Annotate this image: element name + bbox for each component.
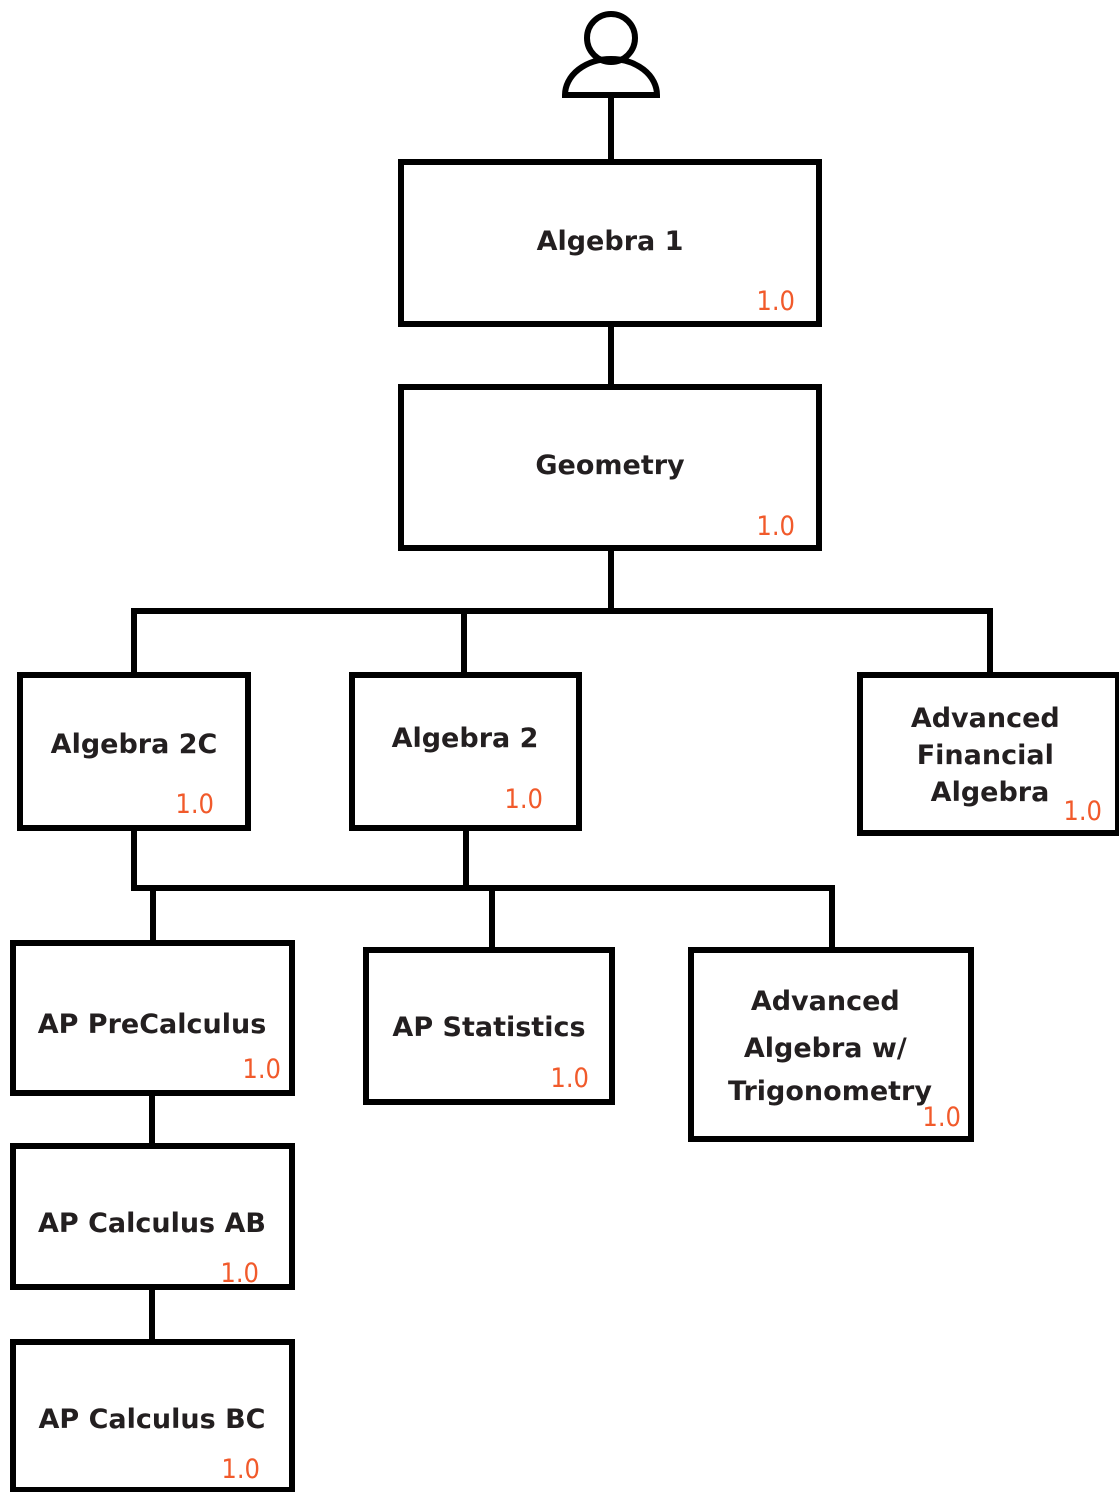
credit-value: 1.0: [550, 1063, 589, 1094]
svg-text:Advanced Algebra w/: Advanced Algebra w/ Trigonometry: [728, 986, 932, 1107]
course-box-algebra-1: Algebra 1 1.0: [398, 159, 822, 327]
svg-text:Algebra 2C: Algebra 2C: [51, 729, 218, 760]
course-title: AP Calculus AB: [38, 1208, 266, 1239]
course-box-ap-precalculus: AP PreCalculus 1.0: [10, 940, 295, 1096]
course-title: Algebra 2: [392, 723, 539, 754]
credit-value: 1.0: [504, 784, 543, 815]
course-title: Geometry: [535, 450, 685, 481]
credit-value: 1.0: [756, 286, 795, 317]
svg-text:Algebra 2: Algebra 2: [392, 723, 539, 754]
svg-text:Geometry: Geometry: [535, 450, 685, 481]
credit-value: 1.0: [756, 511, 795, 542]
credit-value: 1.0: [221, 1454, 260, 1485]
credit-value: 1.0: [1063, 796, 1102, 827]
course-title: AP Statistics: [392, 1012, 585, 1043]
course-box-ap-calculus-ab: AP Calculus AB 1.0: [10, 1143, 295, 1290]
connectors: [131, 94, 993, 1345]
course-box-geometry: Geometry 1.0: [398, 384, 822, 551]
course-title-line: Trigonometry: [728, 1076, 932, 1107]
svg-text:AP PreCalculus: AP PreCalculus: [38, 1009, 267, 1040]
course-title-line: Algebra w/: [744, 1033, 907, 1064]
course-title: AP Calculus BC: [39, 1404, 266, 1435]
credit-value: 1.0: [242, 1054, 281, 1085]
svg-text:AP Calculus AB: AP Calculus AB: [38, 1208, 266, 1239]
credit-value: 1.0: [922, 1102, 961, 1133]
course-title: Algebra 2C: [51, 729, 218, 760]
svg-text:AP Calculus BC: AP Calculus BC: [39, 1404, 266, 1435]
course-box-algebra-2: Algebra 2 1.0: [349, 672, 582, 831]
course-title-line: Financial: [917, 740, 1054, 771]
svg-text:Advanced Financial: Advanced Financial Algebra: [911, 703, 1069, 808]
svg-text:AP Statistics: AP Statistics: [392, 1012, 585, 1043]
course-box-advanced-financial-algebra: Advanced Financial Algebra 1.0: [857, 672, 1119, 836]
course-box-advanced-algebra-trig: Advanced Algebra w/ Trigonometry 1.0: [688, 947, 974, 1142]
course-title-line: Algebra: [931, 777, 1050, 808]
course-box-ap-statistics: AP Statistics 1.0: [363, 947, 615, 1105]
course-title-line: Advanced: [751, 986, 900, 1017]
course-box-algebra-2c: Algebra 2C 1.0: [17, 672, 251, 831]
person-icon: [561, 11, 661, 98]
course-title: Algebra 1: [537, 226, 684, 257]
course-title: AP PreCalculus: [38, 1009, 267, 1040]
credit-value: 1.0: [175, 789, 214, 820]
svg-text:Algebra 1: Algebra 1: [537, 226, 684, 257]
course-box-ap-calculus-bc: AP Calculus BC 1.0: [10, 1339, 295, 1492]
credit-value: 1.0: [220, 1258, 259, 1289]
course-title-line: Advanced: [911, 703, 1060, 734]
